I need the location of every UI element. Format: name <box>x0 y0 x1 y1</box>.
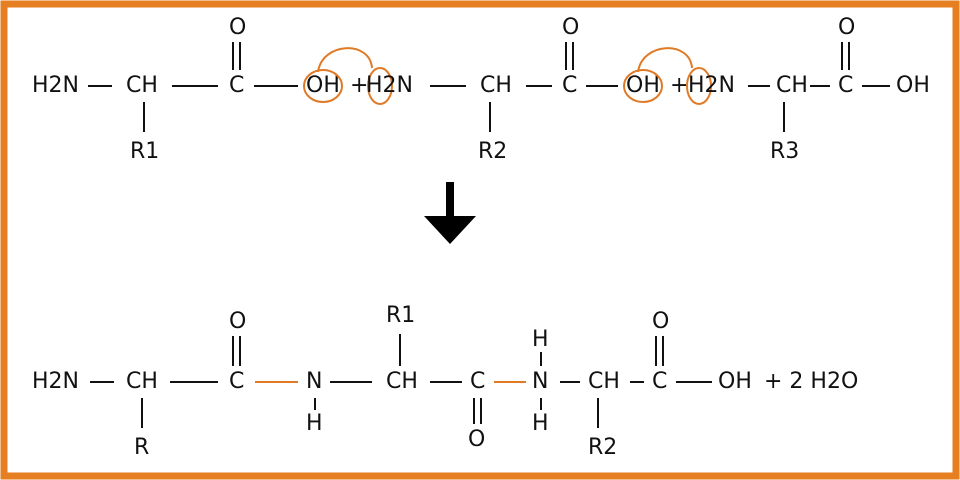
hydroxyl-group: OH <box>306 73 340 98</box>
carbonyl-carbon: C <box>562 73 577 98</box>
water-elimination-loop-1 <box>303 47 393 105</box>
carbonyl-carbon: C <box>229 73 244 98</box>
carbonyl-oxygen-2: O <box>468 427 485 452</box>
alpha-carbon-3: CH <box>588 369 620 394</box>
alpha-carbon: CH <box>480 73 512 98</box>
side-chain-1: R <box>134 435 149 460</box>
plus-sign: + <box>670 73 688 98</box>
down-arrow-icon <box>424 182 476 244</box>
side-chain: R3 <box>770 139 799 164</box>
side-chain: R1 <box>130 139 159 164</box>
carbonyl-oxygen: O <box>562 15 579 40</box>
hydroxyl-group: OH <box>896 73 930 98</box>
water-elimination-loop-2 <box>623 47 712 105</box>
reactant-amino-acid-3: H2N CH R3 C O OH <box>688 15 930 164</box>
alpha-carbon: CH <box>776 73 808 98</box>
amine-group: H2N <box>688 73 735 98</box>
hydroxyl-group: OH <box>626 73 660 98</box>
carbonyl-carbon-2: C <box>470 369 485 394</box>
amine-group: H2N <box>32 73 79 98</box>
carbonyl-oxygen: O <box>229 15 246 40</box>
alpha-carbon-2: CH <box>386 369 418 394</box>
carbonyl-oxygen-3: O <box>652 309 669 334</box>
reactant-amino-acid-1: H2N CH R1 C O OH <box>32 15 340 164</box>
plus-sign: + <box>350 73 368 98</box>
amide-hydrogen-1: H <box>306 411 323 436</box>
water-byproduct: + 2 H2O <box>764 369 858 394</box>
amide-nitrogen-1: N <box>306 369 322 394</box>
product-tripeptide: H2N CH R C O N H CH R1 C O H N H CH R2 <box>32 303 858 460</box>
carbonyl-oxygen-1: O <box>229 309 246 334</box>
carbonyl-carbon: C <box>838 73 853 98</box>
side-chain: R2 <box>478 139 507 164</box>
amide-hydrogen-bottom: H <box>532 411 549 436</box>
carbonyl-oxygen: O <box>838 15 855 40</box>
side-chain-3: R2 <box>588 435 617 460</box>
amide-nitrogen-2: N <box>532 369 548 394</box>
amine-group: H2N <box>366 73 413 98</box>
reactant-amino-acid-2: H2N CH R2 C O OH <box>366 15 660 164</box>
alpha-carbon-1: CH <box>126 369 158 394</box>
side-chain-2: R1 <box>386 303 415 328</box>
terminal-hydroxyl: OH <box>718 369 752 394</box>
alpha-carbon: CH <box>126 73 158 98</box>
carbonyl-carbon-1: C <box>229 369 244 394</box>
amide-hydrogen-top: H <box>532 327 549 352</box>
carbonyl-carbon-3: C <box>652 369 667 394</box>
amine-group: H2N <box>32 369 79 394</box>
